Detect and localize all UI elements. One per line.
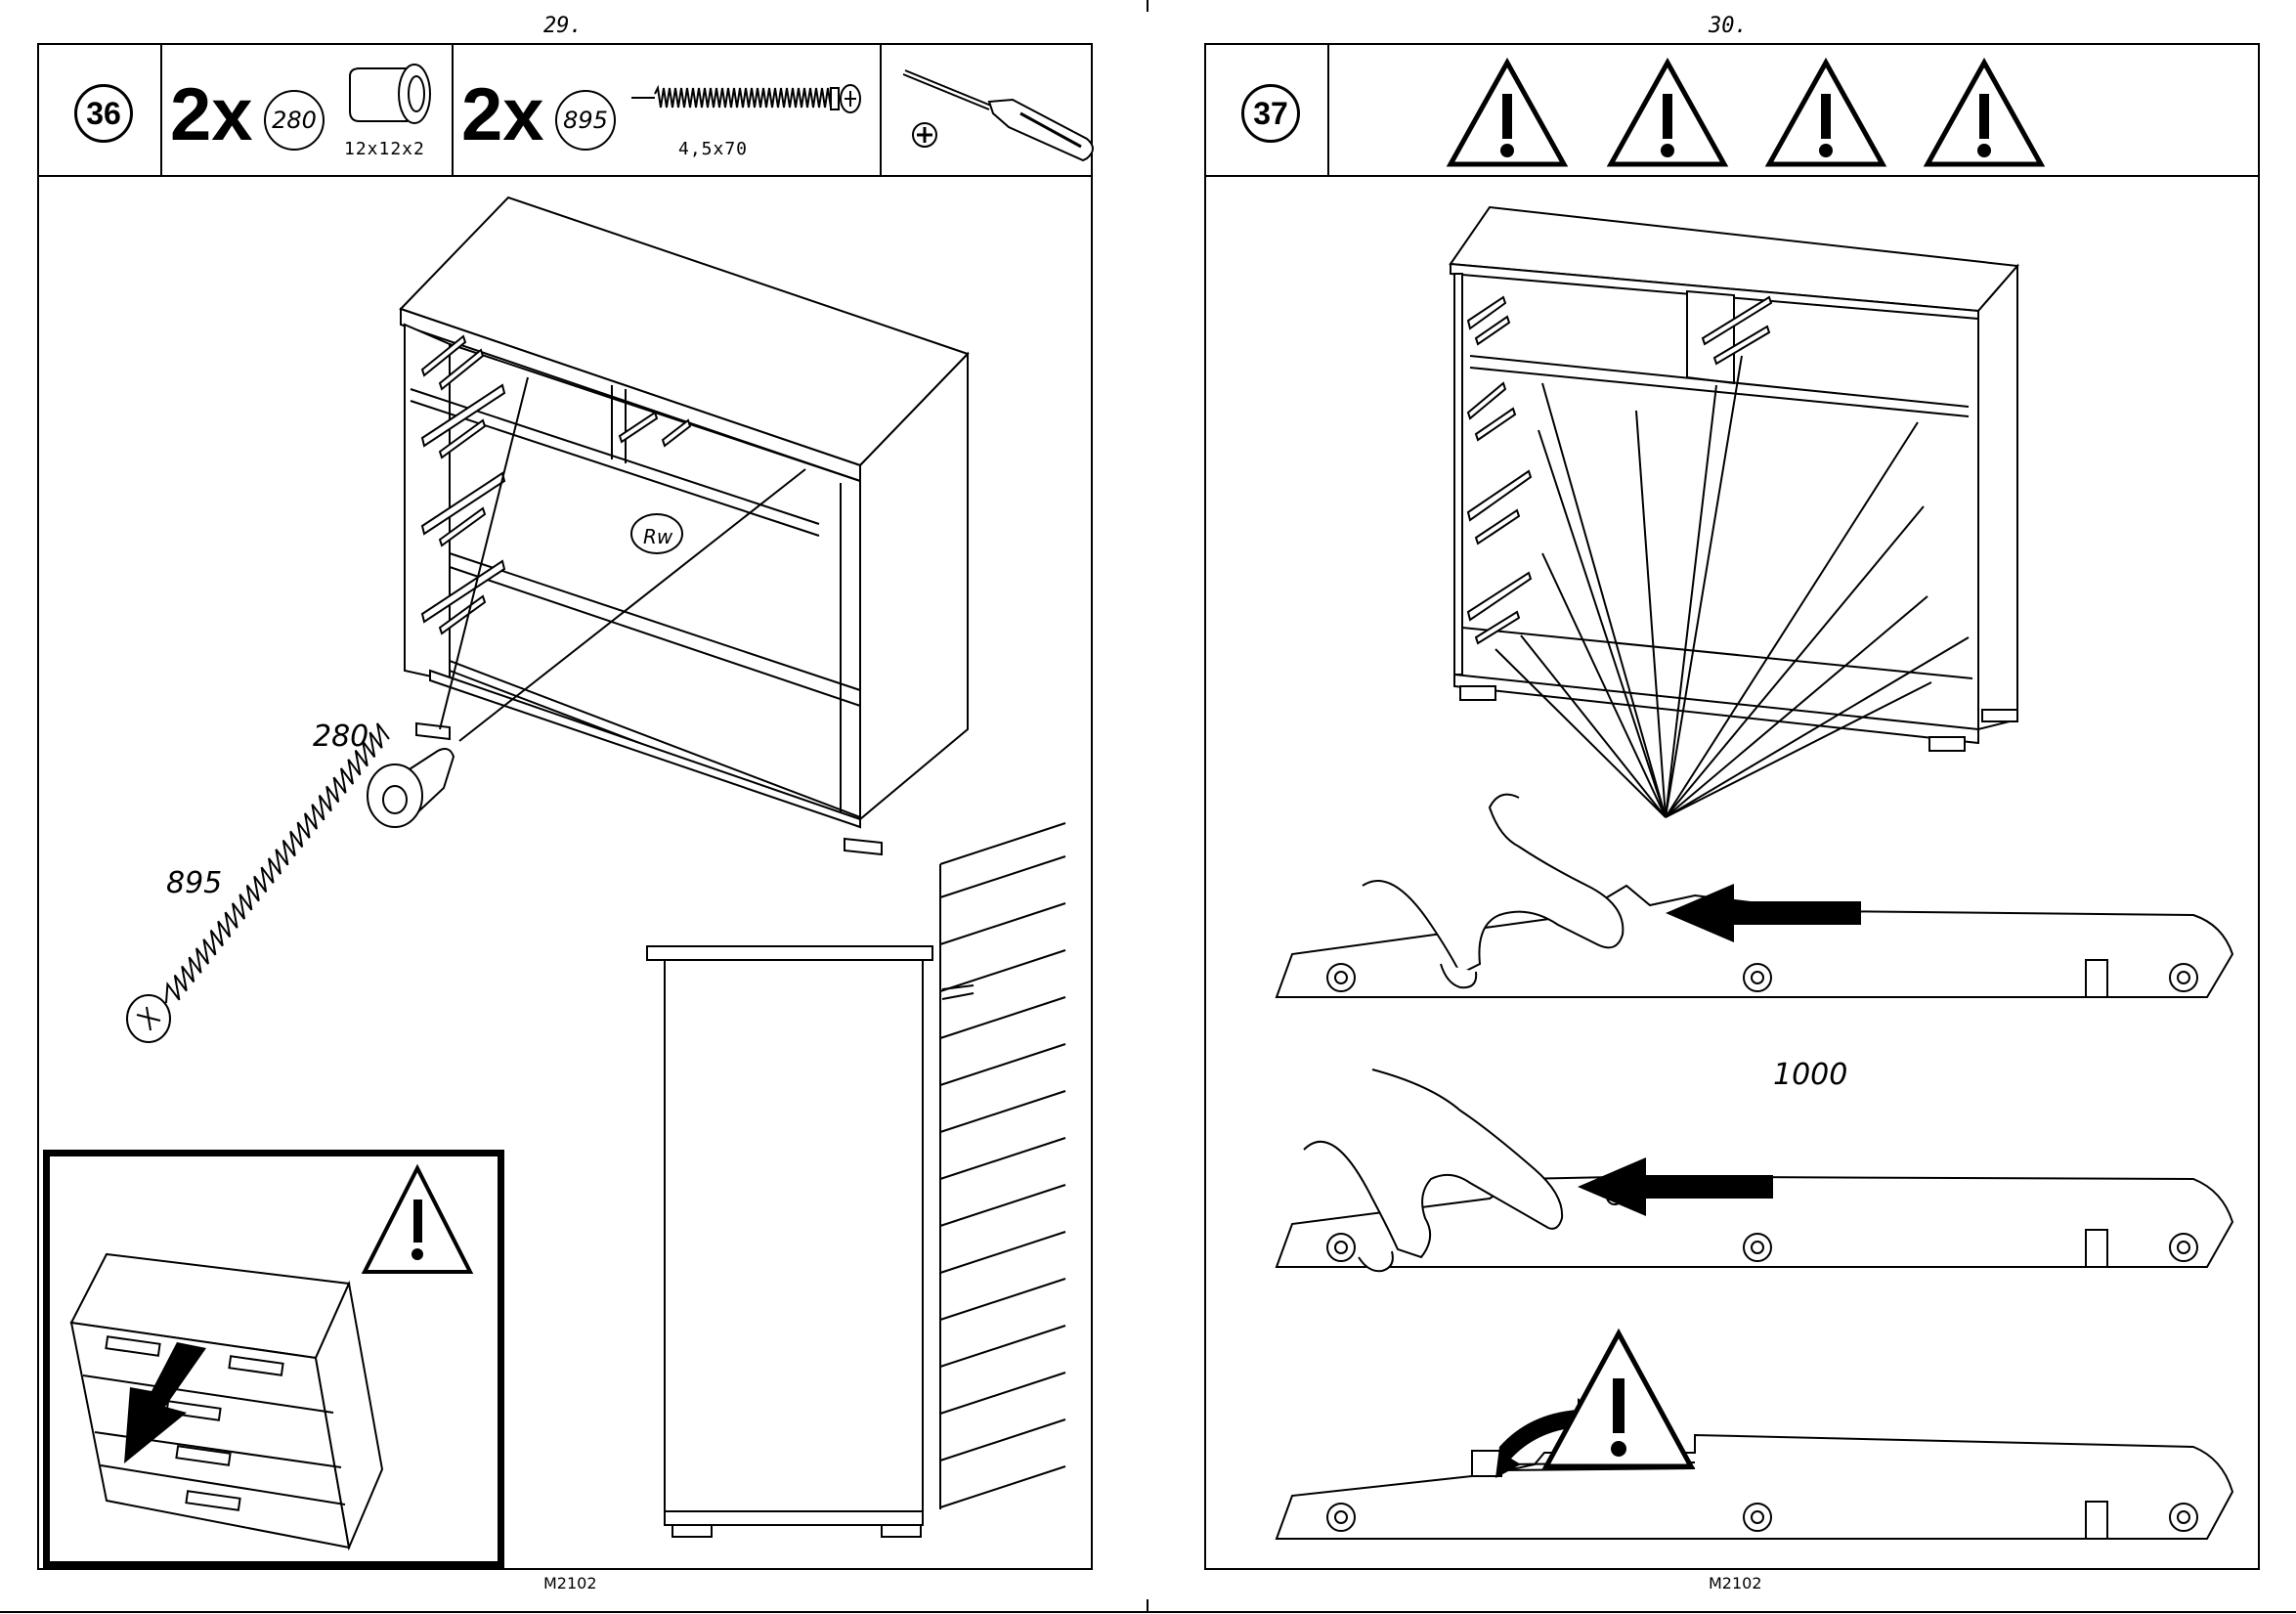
fold-mark-top <box>1147 0 1148 12</box>
screw-callout-label: 895 <box>166 866 222 900</box>
rail-length-label: 1000 <box>1773 1058 1847 1092</box>
footer-code-left: M2102 <box>543 1574 597 1592</box>
fold-mark-bottom <box>1147 1599 1148 1613</box>
cabinet-side-profile <box>647 946 974 1537</box>
footer-code-right: M2102 <box>1709 1574 1762 1592</box>
page-number-right: 30. <box>1709 14 1748 38</box>
fan-leader-lines <box>1495 356 1969 817</box>
warning-icon <box>365 1168 470 1272</box>
cabinet-front-view <box>1451 207 2017 751</box>
step-37-panel: 37 <box>1204 43 2260 1570</box>
tipping-dresser-drawing <box>71 1254 382 1548</box>
wall-label: Rw <box>643 525 673 548</box>
cap-callout-label: 280 <box>313 720 368 754</box>
warning-icon <box>1546 1333 1691 1466</box>
page-number-left: 29. <box>543 14 583 38</box>
rail-installation-illustration <box>1206 45 2258 1570</box>
tip-over-warning-inset <box>43 1150 504 1568</box>
cap-280-drawing <box>368 749 454 827</box>
step-36-panel: 36 2x 280 12x12x2 2x 895 4,5x70 <box>37 43 1093 1570</box>
